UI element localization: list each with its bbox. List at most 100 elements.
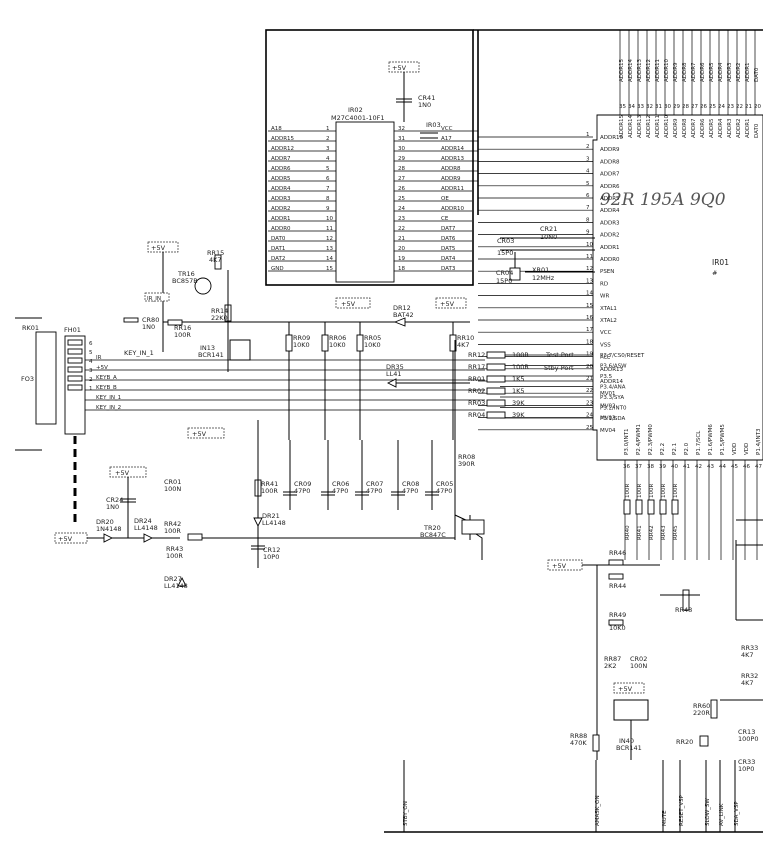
main-pin-left: ADDR1 <box>600 245 620 251</box>
main-pin-top-bus: ADDR8 <box>682 62 688 82</box>
main-pin-number: 22 <box>586 388 593 394</box>
resistor-rr16-ref: RR16 <box>174 324 191 332</box>
pullup-resistor-ref: RR06 <box>329 334 346 342</box>
annotation-key: KEY_IN_1 <box>124 349 154 357</box>
main-pin-top: ADDR15 <box>619 114 625 138</box>
main-pin-number: 2 <box>586 144 590 150</box>
memory-pin-right: DAT5 <box>441 246 456 252</box>
main-ic-handwritten-type: 92R 195A 9Q0 <box>600 190 726 210</box>
resistor-rr08-ref: RR08 <box>458 453 475 461</box>
main-pin-top-bus: ADDR11 <box>655 59 661 82</box>
main-pin-number: 20 <box>754 104 761 110</box>
connector-signal: KEYB_B <box>96 385 117 391</box>
cap-cr12-ref: CR21 <box>540 225 557 233</box>
main-pin-number: 44 <box>719 464 726 470</box>
main-pin-number: 3 <box>586 156 590 162</box>
main-pin-number: 20 <box>586 364 593 370</box>
connector-signal: KEYB_A <box>96 375 117 381</box>
transistor-tr20-value: BC847C <box>420 531 446 539</box>
main-pin-number: 28 <box>682 104 689 110</box>
main-pin-top-bus: ADDR10 <box>664 58 670 82</box>
net-flag-5v-bank <box>335 297 371 309</box>
memory-pin-left: ADDR12 <box>271 146 294 152</box>
net-flag-5v-in40 <box>613 682 645 694</box>
main-pin-number: 8 <box>586 217 590 223</box>
main-pin-left: ADDR9 <box>600 147 620 153</box>
cap-cr80-value: 1N0 <box>142 323 155 331</box>
main-pin-number: 32 <box>646 104 653 110</box>
main-pin-bottom: P2.2 <box>660 443 666 455</box>
filter-cap-value: 47P0 <box>332 487 348 495</box>
transistor-tr20: TR20 BC847C RR08 390R <box>420 340 485 560</box>
net-flag-5v-in40-label: +5V <box>618 685 633 693</box>
memory-pin-number: 20 <box>398 246 405 252</box>
main-pin-number: 22 <box>736 104 743 110</box>
main-pin-left: ADDR2 <box>600 233 620 239</box>
main-pin-left: ADDR3 <box>600 220 620 226</box>
main-pin-left: MV03 <box>600 416 616 422</box>
series-resistor-ref: RR12 <box>468 351 485 359</box>
main-pin-number: 21 <box>745 104 752 110</box>
resistor-rr44-ref: RR44 <box>609 582 626 590</box>
memory-pin-number: 23 <box>398 216 405 222</box>
cap-cr24-ref: CR24 <box>106 496 123 504</box>
resistor-rr49-ref: RR49 <box>609 611 626 619</box>
main-pin-left: XTAL1 <box>600 306 617 312</box>
memory-pin-left: ADDR4 <box>271 186 291 192</box>
bus-signal-label: AV_LINK <box>719 803 725 826</box>
main-pin-number: 14 <box>586 291 593 297</box>
resistor-rr16 <box>167 319 183 326</box>
main-pin-number: 21 <box>586 376 593 382</box>
diode-dr27-value: LL4148 <box>164 582 188 590</box>
main-pin-number: 34 <box>628 104 635 110</box>
memory-pin-number: 22 <box>398 226 405 232</box>
filter-cap-value: 47P0 <box>436 487 452 495</box>
pin-resistor-value: 100R <box>673 484 679 498</box>
memory-pin-number: 6 <box>326 176 330 182</box>
cap-cr12-value: 10N0 <box>540 233 557 241</box>
main-pin-number: 6 <box>586 193 590 199</box>
resistor-rr15-value: 4K7 <box>209 256 222 264</box>
memory-pin-right: CE <box>441 216 449 222</box>
main-pin-top: ADDR1 <box>745 118 751 138</box>
bus-signal-label: AMASK_ON <box>595 795 601 826</box>
cap-cr21-ref: CR12 <box>263 546 280 554</box>
resistor-rr60-ref: RR60 <box>693 702 710 710</box>
memory-pin-left: DAT0 <box>271 236 286 242</box>
main-pin-number: 25 <box>709 104 716 110</box>
main-pin-top: ADDR6 <box>700 118 706 138</box>
transistor-tr16-value: BC857B <box>172 277 198 285</box>
cap-cr13-value: 100P0 <box>738 735 758 743</box>
series-resistor-ref: RR04 <box>468 411 485 419</box>
address-bus <box>472 130 478 182</box>
net-flag-5v-keys <box>187 427 225 439</box>
resistor-rr21-ref: RR41 <box>261 480 278 488</box>
memory-pin-left: DAT2 <box>271 256 285 262</box>
main-pin-number: 31 <box>655 104 662 110</box>
label-rr45: RR20 <box>676 738 693 746</box>
memory-ic-type: M27C4001-10F1 <box>331 114 384 122</box>
main-pin-top-bus: ADDR6 <box>700 62 706 82</box>
main-pin-number: 45 <box>731 464 738 470</box>
memory-pin-left: ADDR5 <box>271 176 291 182</box>
resistor-rr60-value: 220R <box>693 709 710 717</box>
memory-pin-right: OE <box>441 196 449 202</box>
main-pin-number: 23 <box>727 104 734 110</box>
resistor-rr49-value: 10K0 <box>609 624 626 632</box>
connector-pin-number: 1 <box>89 386 93 392</box>
memory-pin-number: 10 <box>326 216 333 222</box>
memory-pin-left: ADDR2 <box>271 206 291 212</box>
resistor-rr88-ref: RR88 <box>570 732 587 740</box>
pullup-resistor-value: 10K0 <box>364 341 381 349</box>
main-pin-port: P3.7/CS0/RESET <box>600 353 645 359</box>
net-flag-5v-rr10-label: +5V <box>440 300 455 308</box>
memory-pin-number: 25 <box>398 196 405 202</box>
filter-cap-ref: CR06 <box>332 480 349 488</box>
main-pin-top: ADDR13 <box>637 114 643 138</box>
main-pin-number: 19 <box>586 352 593 358</box>
connector-pin-number: 4 <box>89 359 93 365</box>
cap-cr41-ref: CR02 <box>630 655 647 663</box>
